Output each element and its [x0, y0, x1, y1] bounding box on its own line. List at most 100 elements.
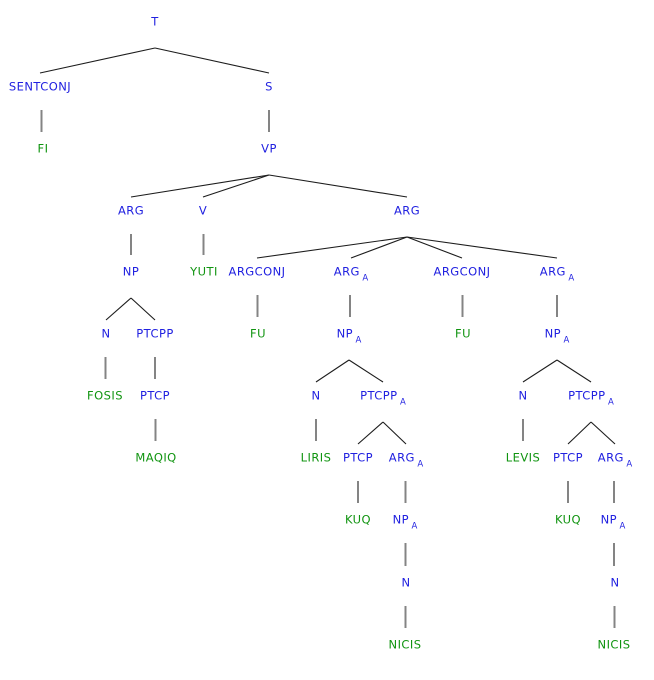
tree-node-label: PTCP: [139, 388, 171, 403]
tree-node-label: FU: [455, 326, 471, 341]
tree-node-ARG1: ARG: [118, 205, 144, 217]
tree-node-subscript: A: [626, 459, 633, 470]
tree-edge-T-S: [154, 47, 270, 74]
tree-node-label: PTCP: [342, 450, 374, 465]
tree-node-label: PTCPP: [360, 388, 398, 403]
tree-node-label: LEVIS: [505, 450, 541, 465]
tree-node-T: T: [151, 16, 158, 28]
tree-node-KUQ1: KUQ: [345, 514, 371, 526]
tree-node-subscript: A: [619, 521, 626, 532]
tree-node-subscript: A: [355, 335, 362, 346]
tree-node-subscript: A: [563, 335, 570, 346]
tree-node-SENTCONJ: SENTCONJ: [9, 81, 71, 93]
tree-node-PTCP2: PTCP: [343, 452, 373, 464]
tree-node-ARG2: ARG: [394, 205, 420, 217]
tree-node-label: PTCP: [552, 450, 584, 465]
tree-node-subscript: A: [608, 397, 614, 408]
tree-node-FU1: FU: [250, 328, 266, 340]
tree-node-label: S: [265, 79, 273, 94]
tree-node-PTCPP: PTCPP: [136, 328, 173, 340]
tree-node-label: N: [518, 388, 528, 403]
tree-edge-T-SENTCONJ: [39, 47, 156, 74]
tree-node-label: ARG: [539, 264, 566, 279]
tree-edge-NPA2-PTCPPA2: [556, 359, 592, 383]
tree-node-label: ARGCONJ: [228, 264, 286, 279]
tree-node-subscript: A: [417, 459, 424, 470]
tree-node-subscript: A: [362, 273, 369, 284]
tree-node-NP: NP: [123, 266, 139, 278]
tree-node-N2: N: [311, 390, 320, 402]
tree-node-label: NP: [392, 512, 410, 527]
tree-edge-NPA1-PTCPPA1: [348, 359, 384, 383]
tree-edge-PTCPPA1-ARGA3: [382, 421, 407, 445]
tree-node-label: FI: [37, 141, 49, 156]
tree-edge-PTCPPA2-ARGA4: [590, 421, 616, 445]
tree-node-label: ARG: [393, 203, 421, 218]
tree-edge-VP-ARG1: [130, 174, 270, 198]
tree-node-label: N: [311, 388, 321, 403]
tree-node-FI: FI: [38, 143, 49, 155]
tree-node-subscript: A: [400, 397, 406, 408]
tree-node-label: KUQ: [554, 512, 582, 527]
tree-node-N4: N: [401, 577, 410, 589]
tree-node-label: VP: [261, 141, 277, 156]
tree-edge-ARG2-ARGCONJ1: [256, 236, 408, 259]
tree-node-label: SENTCONJ: [8, 79, 72, 94]
tree-node-ARGCONJ2: ARGCONJ: [434, 266, 491, 278]
tree-node-VP: VP: [261, 143, 277, 155]
tree-node-label: ARG: [333, 264, 360, 279]
tree-node-label: FU: [250, 326, 266, 341]
tree-node-N5: N: [610, 577, 619, 589]
tree-node-label: N: [101, 326, 111, 341]
tree-node-ARGCONJ1: ARGCONJ: [229, 266, 286, 278]
tree-node-FOSIS: FOSIS: [87, 390, 123, 402]
tree-node-label: V: [198, 203, 208, 218]
tree-node-label: NICIS: [597, 637, 631, 652]
tree-node-label: MAQIQ: [135, 450, 177, 465]
tree-node-N3: N: [518, 390, 527, 402]
tree-node-label: N: [610, 575, 620, 590]
tree-node-PTCP1: PTCP: [140, 390, 170, 402]
tree-edge-VP-V: [202, 174, 270, 198]
tree-node-subscript: A: [411, 521, 418, 532]
tree-edge-ARG2-ARGA2: [406, 236, 558, 259]
tree-node-label: PTCPP: [136, 326, 174, 341]
tree-node-label: LIRIS: [300, 450, 332, 465]
tree-node-label: T: [151, 14, 159, 29]
tree-node-FU2: FU: [455, 328, 471, 340]
tree-node-label: ARGCONJ: [433, 264, 491, 279]
tree-edge-NP-PTCPP: [130, 297, 156, 321]
tree-node-S: S: [265, 81, 273, 93]
tree-node-PTCP3: PTCP: [553, 452, 583, 464]
tree-node-label: N: [401, 575, 411, 590]
tree-node-label: ARG: [388, 450, 415, 465]
tree-node-label: ARG: [597, 450, 624, 465]
tree-node-V: V: [199, 205, 207, 217]
tree-node-YUTI: YUTI: [190, 266, 218, 278]
tree-node-label: ARG: [117, 203, 145, 218]
tree-node-label: KUQ: [344, 512, 372, 527]
tree-node-label: NP: [600, 512, 618, 527]
tree-node-label: NP: [544, 326, 562, 341]
tree-edge-PTCPPA1-PTCP2: [357, 421, 384, 445]
tree-edge-ARG2-ARGA1: [350, 236, 408, 259]
tree-node-N1: N: [101, 328, 110, 340]
tree-node-label: NICIS: [388, 637, 422, 652]
tree-edge-NPA1-N2: [315, 359, 350, 383]
tree-edge-NPA2-N3: [522, 359, 558, 383]
tree-edge-NP-N1: [105, 297, 132, 321]
tree-node-label: FOSIS: [87, 388, 123, 403]
tree-node-NICIS2: NICIS: [598, 639, 631, 651]
tree-node-label: NP: [122, 264, 140, 279]
